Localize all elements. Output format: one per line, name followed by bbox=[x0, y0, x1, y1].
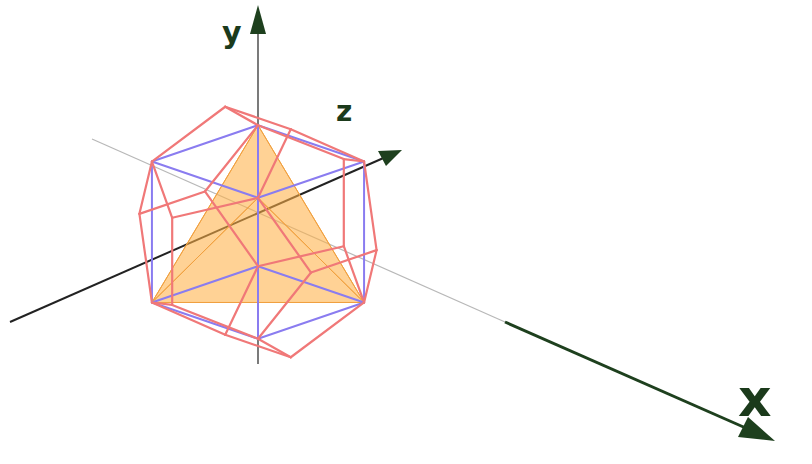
wire-edge bbox=[205, 191, 258, 266]
wire-edge bbox=[151, 162, 153, 303]
wire-edge bbox=[139, 162, 152, 214]
axis-label: y bbox=[222, 18, 242, 48]
wire-edge bbox=[258, 125, 364, 161]
wire-edge bbox=[291, 302, 364, 357]
wire-edge bbox=[364, 162, 377, 251]
wire-edge bbox=[343, 159, 345, 246]
axis-label: x bbox=[738, 372, 772, 424]
wire-edge bbox=[139, 191, 205, 213]
wire-edge bbox=[152, 302, 258, 338]
wire-edge bbox=[139, 214, 152, 303]
tetrahedron-face bbox=[258, 125, 364, 302]
y-arrowhead bbox=[250, 5, 266, 34]
wire-edge bbox=[291, 129, 364, 161]
wire-edge bbox=[258, 125, 344, 159]
wire-edge bbox=[258, 273, 311, 339]
axis-label: z bbox=[336, 98, 352, 126]
z-arrowhead bbox=[378, 150, 402, 166]
wire-edge bbox=[172, 305, 258, 339]
wire-edge bbox=[225, 107, 291, 129]
wire-edge bbox=[311, 250, 377, 272]
polyhedra bbox=[139, 107, 376, 357]
wire-edge bbox=[258, 129, 291, 198]
wire-edge bbox=[205, 125, 258, 191]
wire-edge bbox=[171, 218, 173, 305]
wire-edge bbox=[152, 302, 225, 334]
x-axis-line bbox=[505, 322, 748, 429]
wire-edge bbox=[364, 250, 377, 302]
wire-edge bbox=[363, 162, 365, 303]
wire-edge bbox=[152, 107, 225, 162]
wire-edge bbox=[172, 198, 258, 218]
wire-edge bbox=[225, 266, 258, 335]
wire-edge bbox=[258, 198, 311, 273]
wire-edge bbox=[258, 246, 344, 266]
wire-edge bbox=[152, 302, 172, 304]
wire-edge bbox=[225, 335, 291, 357]
